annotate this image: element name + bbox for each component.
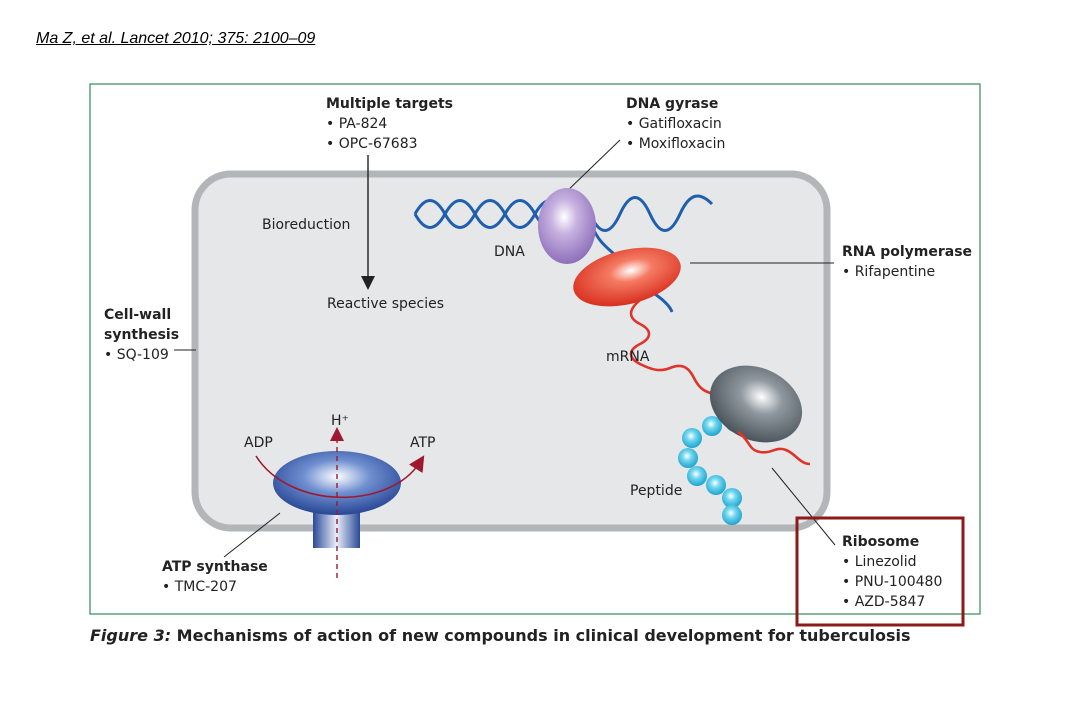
caption-text: Mechanisms of action of new compounds in… (171, 626, 910, 645)
mrna-strand (629, 299, 715, 396)
atp-synthase-item: • TMC-207 (162, 579, 237, 595)
ribosome-pointer (771, 467, 836, 546)
ribosome-item: • Linezolid (842, 554, 916, 570)
ribosome-item: • PNU-100480 (842, 574, 942, 590)
ribosome-heading: Ribosome (842, 534, 919, 550)
adp-label: ADP (244, 435, 273, 451)
ribosome-highlight-box (795, 516, 965, 627)
proton-label: H⁺ (331, 413, 349, 429)
multiple-targets-heading: Multiple targets (326, 96, 453, 112)
reactive-species-label: Reactive species (327, 296, 444, 312)
multiple-targets-item: • OPC-67683 (326, 136, 418, 152)
atp-synthase-pointer (223, 512, 281, 558)
ribosome-enzyme (709, 365, 803, 443)
cell-wall-heading-line2: synthesis (104, 327, 179, 343)
ribosome-item: • AZD-5847 (842, 594, 925, 610)
rna-polymerase-heading: RNA polymerase (842, 244, 972, 260)
cell-wall-item: • SQ-109 (104, 347, 169, 363)
atp-label: ATP (410, 435, 435, 451)
dna-gyrase-item: • Moxifloxacin (626, 136, 725, 152)
figure-frame (89, 83, 981, 615)
figure-caption: Figure 3: Mechanisms of action of new co… (90, 626, 911, 645)
dna-gyrase-item: • Gatifloxacin (626, 116, 722, 132)
cell-wall-heading: Cell-wall (104, 307, 171, 323)
dna-gyrase-heading: DNA gyrase (626, 96, 718, 112)
peptide-label: Peptide (630, 483, 682, 499)
bioreduction-label: Bioreduction (262, 217, 350, 233)
mrna-label: mRNA (606, 349, 650, 365)
dna-gyrase-enzyme (538, 188, 596, 264)
rna-polymerase-item: • Rifapentine (842, 264, 935, 280)
atp-synthase-heading: ATP synthase (162, 559, 268, 575)
caption-prefix: Figure 3: (90, 626, 171, 645)
citation: Ma Z, et al. Lancet 2010; 375: 2100–09 (36, 30, 316, 47)
dna-gyrase-pointer (562, 139, 621, 196)
rna-polymerase-enzyme (573, 247, 681, 307)
multiple-targets-item: • PA-824 (326, 116, 387, 132)
mrna-strand-tail (737, 430, 811, 466)
adp-atp-arrow (255, 455, 425, 499)
dna-label: DNA (494, 244, 525, 260)
